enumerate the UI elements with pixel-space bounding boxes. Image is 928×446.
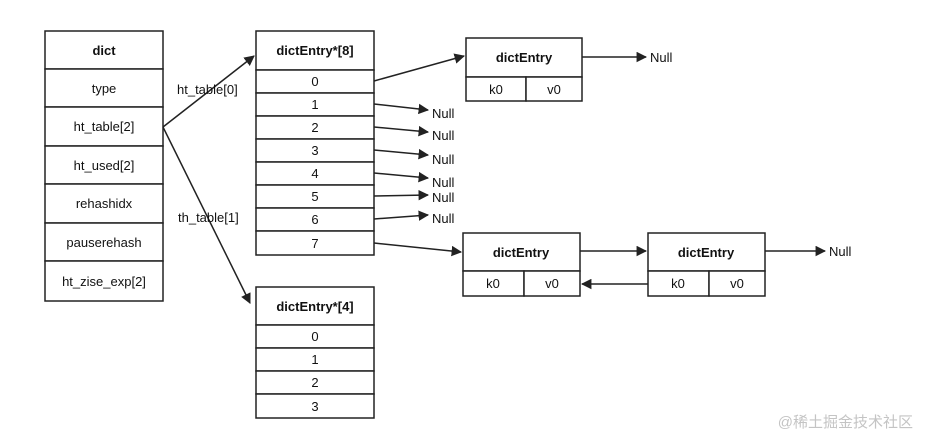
dict-field-type: type [92, 81, 117, 96]
null-label: Null [432, 190, 455, 205]
ht0-slot [255, 230, 375, 256]
edge-dict-to-ht0 [162, 55, 255, 128]
ht1-slot-label: 3 [311, 399, 318, 414]
dict-struct: dict type ht_table[2] ht_used[2] rehashi… [44, 30, 164, 302]
entry-key-cell [465, 76, 527, 102]
edge-slot6-to-null [373, 210, 430, 221]
ht0-header-cell [255, 30, 375, 71]
entry-title: dictEntry [678, 245, 735, 260]
hash-table-1: dictEntry*[4] 0 1 2 3 [255, 286, 375, 419]
entry-key: k0 [486, 276, 500, 291]
dict-field-cell [44, 68, 164, 108]
entry-key-cell [462, 270, 525, 297]
edge-slot5-to-null [373, 189, 430, 201]
edge-slot3-to-null [373, 148, 430, 160]
edge-label-th-table1: th_table[1] [178, 210, 239, 225]
null-label: Null [432, 106, 455, 121]
entry-value: v0 [545, 276, 559, 291]
entry-header-cell [647, 232, 766, 272]
ht1-slot-label: 2 [311, 375, 318, 390]
dict-header-cell [44, 30, 164, 70]
edge-label-ht-table0: ht_table[0] [177, 82, 238, 97]
entry-header-cell [465, 37, 583, 78]
ht1-slot-label: 1 [311, 352, 318, 367]
entry-key: k0 [671, 276, 685, 291]
dict-field-cell [44, 222, 164, 262]
ht1-slot [255, 393, 375, 419]
entry-title: dictEntry [493, 245, 550, 260]
dict-field-ht-zise-exp: ht_zise_exp[2] [62, 274, 146, 289]
ht0-slot-label: 2 [311, 120, 318, 135]
dict-field-ht-table: ht_table[2] [74, 119, 135, 134]
null-label: Null [650, 50, 673, 65]
entry-title: dictEntry [496, 50, 553, 65]
null-label: Null [432, 175, 455, 190]
watermark-text: @稀土掘金技术社区 [778, 414, 913, 431]
ht0-slot-label: 3 [311, 143, 318, 158]
entry-value: v0 [547, 82, 561, 97]
edge-slot1-to-null [373, 103, 430, 115]
edge-slot2-to-null [373, 125, 430, 137]
ht0-slot-label: 0 [311, 74, 318, 89]
entry-value: v0 [730, 276, 744, 291]
null-label: Null [829, 244, 852, 259]
entry-key-cell [647, 270, 710, 297]
entry-value-cell [523, 270, 581, 297]
null-label: Null [432, 211, 455, 226]
hash-table-0: dictEntry*[8] 0 1 2 3 4 5 6 7 [255, 30, 375, 256]
null-label: Null [432, 152, 455, 167]
ht1-title: dictEntry*[4] [276, 299, 353, 314]
edge-slot4-to-null [373, 171, 430, 183]
dict-field-ht-used: ht_used[2] [74, 158, 135, 173]
edge-dict-to-ht1 [162, 126, 251, 304]
dict-field-cell [44, 260, 164, 302]
edge-slot0-to-entry [373, 53, 466, 82]
ht0-title: dictEntry*[8] [276, 43, 353, 58]
dict-field-pauserehash: pauserehash [66, 235, 141, 250]
ht0-slot-label: 5 [311, 189, 318, 204]
ht0-slot-label: 4 [311, 166, 318, 181]
entry-value-cell [708, 270, 766, 297]
ht0-slot-label: 1 [311, 97, 318, 112]
dict-entry-slot7-second: dictEntry k0 v0 [647, 232, 766, 297]
ht1-slot-label: 0 [311, 329, 318, 344]
entry-value-cell [525, 76, 583, 102]
dict-title: dict [92, 43, 116, 58]
entry-key: k0 [489, 82, 503, 97]
null-label: Null [432, 128, 455, 143]
ht0-slot-label: 6 [311, 212, 318, 227]
edge-slot7-to-entry [373, 242, 463, 257]
dict-field-rehashidx: rehashidx [76, 196, 133, 211]
ht0-slot-label: 7 [311, 236, 318, 251]
dict-field-cell [44, 145, 164, 185]
dict-entry-slot0: dictEntry k0 v0 [465, 37, 583, 102]
dict-entry-slot7-first: dictEntry k0 v0 [462, 232, 581, 297]
